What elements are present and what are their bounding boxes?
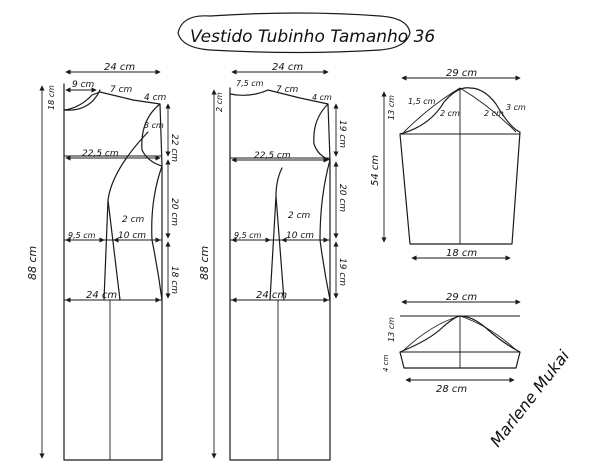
sleeve-length: 54 cm [370,155,381,186]
back-neck-depth: 2 cm [215,92,224,112]
front-hip-height: 18 cm [169,266,179,294]
back-waist-height: 20 cm [337,184,347,212]
sleeve-cap-height: 13 cm [387,95,396,120]
sleeve-center-mark: 2 cm [440,109,460,118]
front-neck-depth: 18 cm [47,85,56,110]
title-text: Vestido Tubinho Tamanho 36 [190,27,435,47]
back-dart-bottom: 2 cm [288,211,311,221]
sleeve-bottom-width: 18 cm [446,248,477,259]
title-banner: Vestido Tubinho Tamanho 36 [177,12,435,54]
front-waist-height: 20 cm [169,198,179,226]
signature: Marlene Mukai [486,346,573,450]
front-bust-height: 22 cm [169,134,179,162]
back-dart-right: 10 cm [286,231,314,241]
short-sleeve-bottom-width: 28 cm [436,384,467,395]
long-sleeve-piece [399,87,521,245]
sleeve-right-mark: 2 cm [484,109,504,118]
front-shoulder: 7 cm [110,85,133,95]
back-piece [229,87,331,461]
short-sleeve-cap-height: 13 cm [387,317,396,342]
front-bust-width: 22,5 cm [82,149,119,159]
sleeve-far-right: 3 cm [506,103,526,112]
back-dart-left: 9,5 cm [234,231,262,240]
back-bust-width: 22,5 cm [254,151,291,161]
back-width-top: 24 cm [272,62,303,73]
back-hip-width: 24 cm [256,290,287,301]
back-shoulder-drop: 4 cm [312,93,332,102]
front-dart-left: 9,5 cm [68,231,96,240]
short-sleeve-hem: 4 cm [382,354,390,372]
back-shoulder: 7 cm [276,85,299,95]
front-dart-top: 3 cm [144,121,164,130]
front-piece [63,83,163,461]
sleeve-left-curve: 1,5 cm [408,97,436,106]
back-neck-w: 7,5 cm [236,79,264,88]
back-bust-height: 19 cm [337,120,347,148]
front-width-top: 24 cm [104,62,135,73]
front-length: 88 cm [26,246,39,280]
short-sleeve-width-top: 29 cm [446,292,477,303]
back-length: 88 cm [198,246,211,280]
front-dart-bottom: 2 cm [122,215,145,225]
front-dart-right: 10 cm [118,231,146,241]
front-neck-w: 9 cm [72,80,95,90]
back-hip-height: 19 cm [337,258,347,286]
front-shoulder-drop: 4 cm [144,93,167,103]
short-sleeve-piece [399,315,521,369]
front-hip-width: 24 cm [86,290,117,301]
sleeve-width-top: 29 cm [446,68,477,79]
